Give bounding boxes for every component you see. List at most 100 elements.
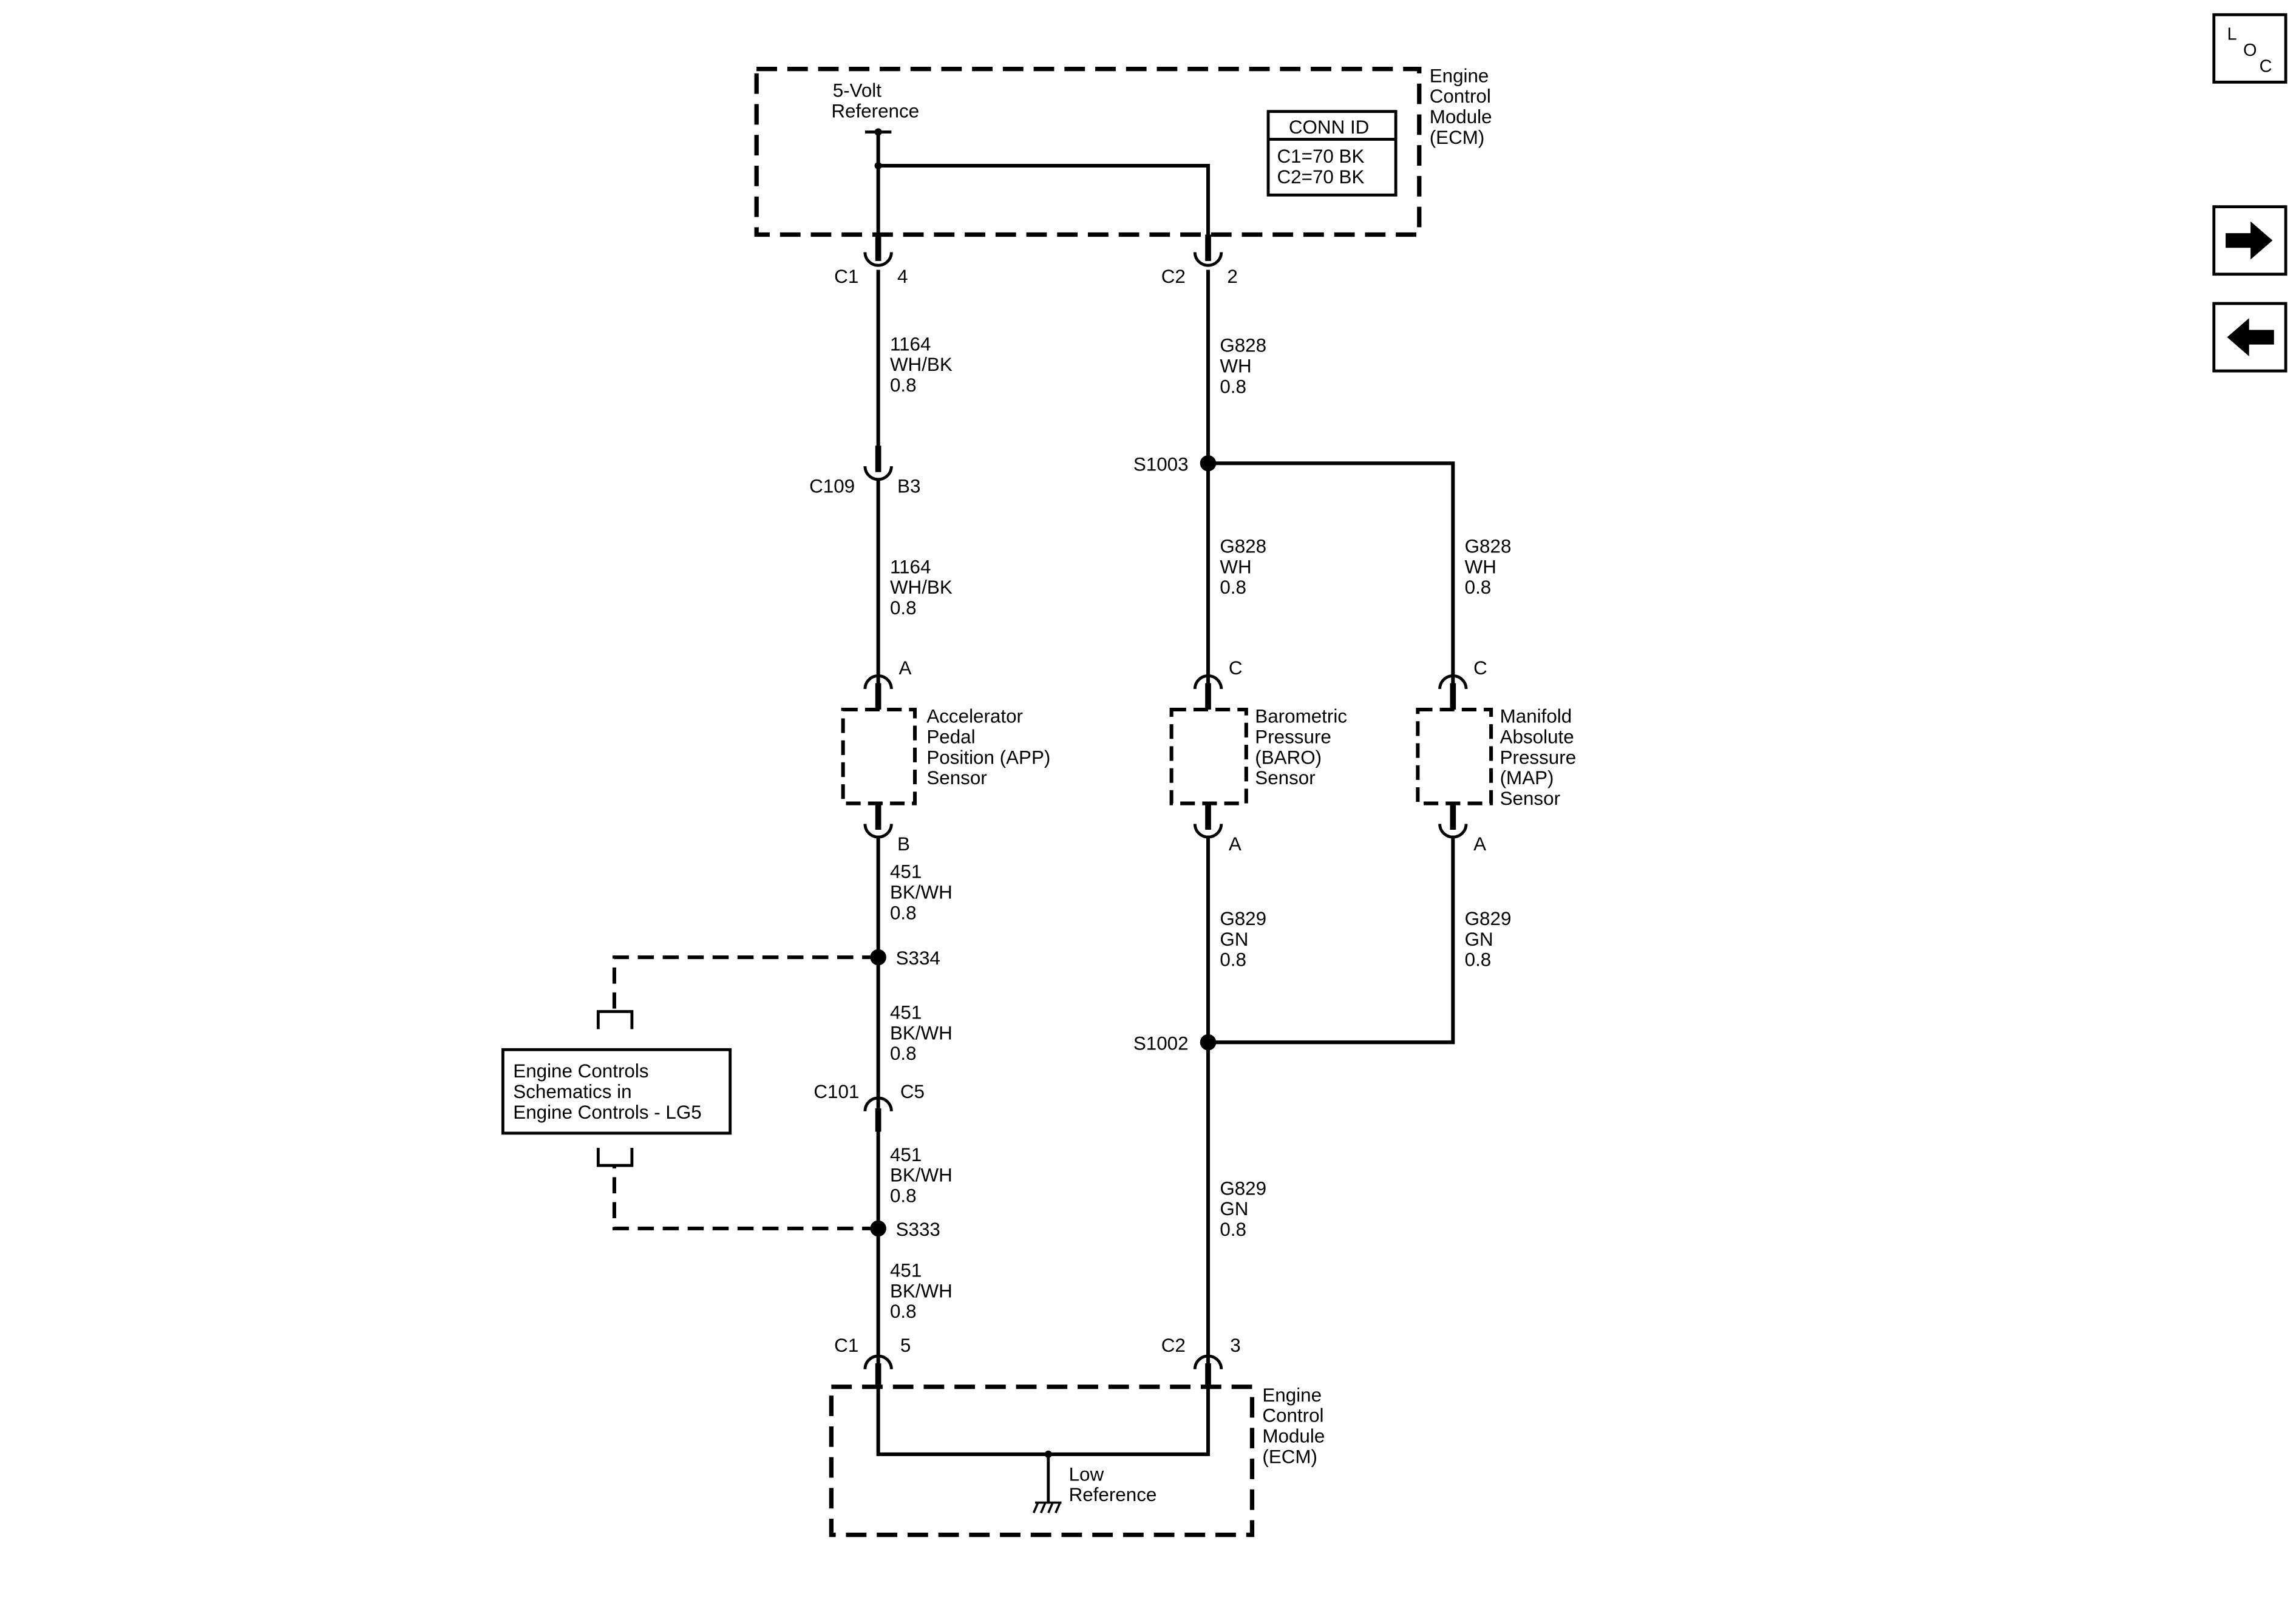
prev-page-button[interactable] — [2212, 302, 2288, 373]
splices: S1003 S1002 S334 S333 — [870, 453, 1217, 1240]
conn-c109-pin: B3 — [897, 476, 920, 497]
wire-circuit: 451 — [890, 1144, 922, 1165]
reference-link-box[interactable]: Engine Controls Schematics in Engine Con… — [501, 1048, 732, 1135]
wire-circuit: G829 — [1220, 1178, 1266, 1199]
loc-button[interactable]: L O C — [2212, 13, 2288, 84]
app-sensor: Accelerator Pedal Position (APP) Sensor — [841, 706, 1050, 805]
map-sensor: Manifold Absolute Pressure (MAP) Sensor — [1416, 706, 1577, 809]
wire-circuit: 451 — [890, 861, 922, 883]
wire-circuit: G829 — [1220, 908, 1266, 929]
splice-s334-label: S334 — [896, 947, 940, 969]
conn-c1-bottom-name: C1 — [834, 1335, 858, 1356]
wire-color: BK/WH — [890, 1280, 953, 1301]
conn-c101-pin: C5 — [900, 1081, 925, 1102]
reference-line-1: Engine Controls — [513, 1060, 648, 1082]
wire-color: WH — [1220, 556, 1251, 577]
wire-color: GN — [1220, 1198, 1248, 1219]
wire-circuit: G828 — [1220, 536, 1266, 557]
wire-gauge: 0.8 — [1465, 577, 1492, 598]
wire-gauge: 0.8 — [1220, 1219, 1246, 1240]
conn-id-row-2: C2=70 BK — [1277, 166, 1365, 188]
wire-color: BK/WH — [890, 1165, 953, 1186]
wire-gauge: 0.8 — [890, 902, 917, 923]
wire-label-1164-b: 1164 WH/BK 0.8 — [890, 556, 953, 619]
splice-s334-dot — [870, 949, 886, 966]
reference-line-3: Engine Controls - LG5 — [513, 1102, 701, 1123]
wire-label-1164-a: 1164 WH/BK 0.8 — [890, 333, 953, 396]
wire-circuit: 1164 — [890, 556, 931, 577]
wire-label-g828-c: G828 WH 0.8 — [1465, 536, 1512, 598]
ecm-top-name-3: Module — [1430, 106, 1492, 127]
app-sensor-label-4: Sensor — [926, 767, 987, 788]
supply-label-2: Reference — [831, 100, 919, 121]
arrow-left-icon — [2227, 318, 2274, 356]
map-sensor-label-5: Sensor — [1500, 788, 1560, 809]
wire-circuit: G829 — [1465, 908, 1512, 929]
wire-label-451-b: 451 BK/WH 0.8 — [890, 1002, 953, 1065]
wire-gauge: 0.8 — [1220, 577, 1246, 598]
conn-map-a: A — [1473, 833, 1486, 855]
conn-c109-name: C109 — [809, 476, 855, 497]
wire-label-g828-a: G828 WH 0.8 — [1220, 335, 1266, 398]
baro-sensor: Barometric Pressure (BARO) Sensor — [1169, 706, 1347, 805]
splice-s1002-dot — [1200, 1034, 1217, 1051]
wire-circuit: G828 — [1220, 335, 1266, 356]
conn-c2-top-name: C2 — [1161, 266, 1186, 287]
splice-s1003-dot — [1200, 455, 1217, 472]
loc-letter-o: O — [2243, 41, 2257, 60]
conn-c1-bottom-pin: 5 — [900, 1335, 911, 1356]
ground-icon — [1032, 1501, 1062, 1514]
conn-c101-name: C101 — [813, 1081, 859, 1102]
wire-gauge: 0.8 — [890, 1043, 917, 1064]
wires — [612, 270, 1455, 1366]
wire-color: WH/BK — [890, 577, 953, 598]
wire-labels: 1164 WH/BK 0.8 1164 WH/BK 0.8 G828 WH 0.… — [890, 333, 1511, 1322]
app-sensor-label-1: Accelerator — [926, 706, 1023, 727]
baro-sensor-label-1: Barometric — [1255, 706, 1347, 727]
map-sensor-label-4: (MAP) — [1500, 767, 1554, 788]
wire-color: WH/BK — [890, 354, 953, 375]
ecm-top-name-1: Engine — [1430, 65, 1489, 86]
conn-id-row-1: C1=70 BK — [1277, 146, 1365, 167]
wire-color: WH — [1220, 356, 1251, 377]
wire-gauge: 0.8 — [1220, 376, 1246, 397]
ecm-bottom-name-3: Module — [1262, 1426, 1325, 1447]
map-sensor-label-2: Absolute — [1500, 727, 1574, 748]
map-sensor-label-3: Pressure — [1500, 747, 1577, 768]
splice-s333-label: S333 — [896, 1219, 940, 1240]
wire-gauge: 0.8 — [890, 1301, 917, 1322]
conn-c2-bottom-pin: 3 — [1230, 1335, 1240, 1356]
wire-gauge: 0.8 — [890, 1185, 917, 1206]
conn-c2-top-pin: 2 — [1227, 266, 1237, 287]
wire-color: BK/WH — [890, 882, 953, 903]
conn-c1-top-name: C1 — [834, 266, 858, 287]
ecm-top-name-4: (ECM) — [1430, 127, 1485, 148]
supply-label-1: 5-Volt — [833, 80, 882, 101]
wire-label-g828-b: G828 WH 0.8 — [1220, 536, 1266, 598]
reference-line-2: Schematics in — [513, 1081, 631, 1102]
conn-id-table: CONN ID C1=70 BK C2=70 BK — [1266, 110, 1398, 197]
wire-gauge: 0.8 — [1465, 949, 1492, 971]
conn-id-header: CONN ID — [1289, 117, 1369, 138]
baro-sensor-label-3: (BARO) — [1255, 747, 1322, 768]
wire-label-451-c: 451 BK/WH 0.8 — [890, 1144, 953, 1207]
connector-symbols — [596, 234, 1468, 1387]
ecm-bottom-name-4: (ECM) — [1262, 1446, 1317, 1467]
splice-s1003-label: S1003 — [1133, 453, 1189, 475]
conn-baro-c: C — [1229, 657, 1243, 679]
ground-label-1: Low — [1069, 1463, 1104, 1485]
wire-color: GN — [1220, 929, 1248, 950]
ecm-bottom: Low Reference Engine Control Module (ECM… — [829, 1385, 1325, 1537]
splice-s1002-label: S1002 — [1133, 1032, 1189, 1054]
wire-circuit: 451 — [890, 1260, 922, 1281]
baro-sensor-label-4: Sensor — [1255, 767, 1315, 788]
wire-gauge: 0.8 — [890, 375, 917, 396]
next-page-button[interactable] — [2212, 205, 2288, 276]
wire-gauge: 0.8 — [890, 597, 917, 619]
ground-label-2: Reference — [1069, 1484, 1157, 1505]
ecm-bottom-name-1: Engine — [1262, 1385, 1322, 1406]
loc-letter-l: L — [2227, 24, 2237, 44]
wire-label-451-d: 451 BK/WH 0.8 — [890, 1260, 953, 1323]
ecm-top-name-2: Control — [1430, 86, 1491, 107]
app-sensor-label-2: Pedal — [926, 727, 975, 748]
